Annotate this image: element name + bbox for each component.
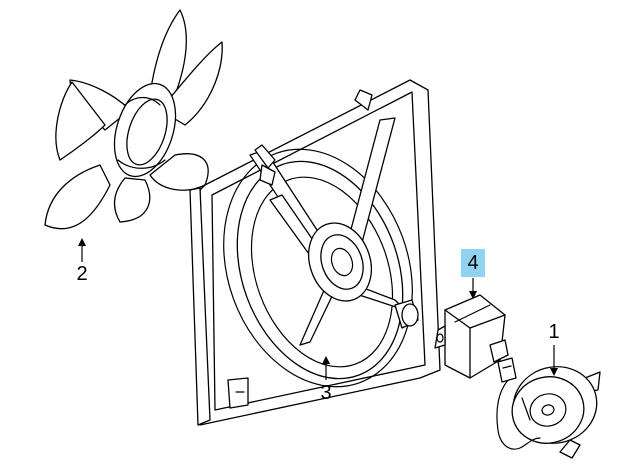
leader-2 — [78, 238, 86, 262]
callout-1[interactable]: 1 — [548, 321, 560, 343]
fan-shroud[interactable] — [189, 79, 444, 426]
fan-resistor-module[interactable] — [434, 294, 509, 379]
callout-4[interactable]: 4 — [461, 249, 485, 277]
callout-2[interactable]: 2 — [76, 263, 88, 285]
leader-1 — [550, 345, 558, 376]
fan-blade[interactable] — [44, 9, 223, 230]
fan-motor[interactable] — [496, 357, 605, 459]
leader-3 — [322, 356, 330, 380]
leader-4 — [469, 278, 477, 299]
callout-3[interactable]: 3 — [320, 382, 332, 404]
